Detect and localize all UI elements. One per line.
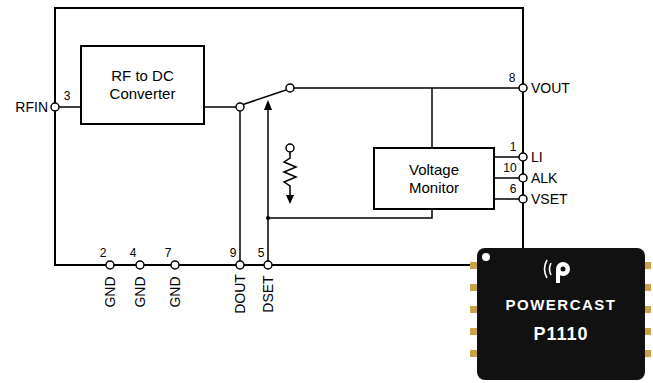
logo-icon xyxy=(545,260,571,283)
pin-name: GND xyxy=(132,276,148,307)
li-wire xyxy=(495,156,519,158)
pin-circle xyxy=(519,174,527,182)
pin-number: 1 xyxy=(510,140,517,154)
converter-box: RF to DC Converter xyxy=(80,45,205,125)
alk-wire xyxy=(495,177,519,179)
chip-pin xyxy=(644,328,651,335)
chip-package: POWERCAST P1110 xyxy=(477,248,645,380)
block-title: Voltage Monitor xyxy=(389,161,479,197)
monitor-vout-wire xyxy=(431,88,433,147)
logo-stem xyxy=(556,269,560,283)
pin-circle xyxy=(171,261,179,269)
chip-pin xyxy=(644,306,651,313)
dset-wire xyxy=(267,218,269,261)
logo-wave xyxy=(545,260,548,278)
dout-wire xyxy=(239,111,241,261)
vset-wire xyxy=(495,198,519,200)
junction-dot xyxy=(266,216,270,220)
pin-number: 6 xyxy=(510,182,517,196)
actuator-line xyxy=(267,108,269,218)
switch-blade xyxy=(243,90,286,105)
pin-number: 3 xyxy=(64,89,71,103)
pin-number: 5 xyxy=(258,246,265,260)
pin-name: ALK xyxy=(531,170,557,186)
logo-wave xyxy=(550,263,552,275)
pin-number: 7 xyxy=(165,246,172,260)
pin-name: VOUT xyxy=(531,80,570,96)
pin-name: GND xyxy=(167,276,183,307)
logo-hole xyxy=(561,267,566,272)
pin1-dot xyxy=(482,253,490,261)
vout-wire xyxy=(294,87,519,89)
pin-circle xyxy=(519,84,527,92)
pin-circle xyxy=(106,261,114,269)
chip-pin xyxy=(644,284,651,291)
pin-name: DSET xyxy=(260,275,276,312)
pin-name: VSET xyxy=(531,191,568,207)
chip-pin xyxy=(644,350,651,357)
switch-contact xyxy=(286,84,294,92)
resistor-symbol xyxy=(284,152,296,196)
actuator-arrowhead xyxy=(264,100,272,110)
ground-arrowhead xyxy=(286,195,294,204)
pin-name: DOUT xyxy=(232,274,248,314)
pin-circle xyxy=(264,261,272,269)
module-outline xyxy=(55,8,523,265)
dset-monitor-wire xyxy=(268,210,432,218)
switch-contact xyxy=(286,144,294,152)
block-title: RF to DC Converter xyxy=(98,67,188,103)
pin-number: 10 xyxy=(503,161,516,175)
junction xyxy=(236,103,244,111)
pin-number: 2 xyxy=(100,246,107,260)
pin-circle xyxy=(136,261,144,269)
pin-circle xyxy=(519,195,527,203)
pin-name: LI xyxy=(531,149,543,165)
monitor-box: Voltage Monitor xyxy=(373,147,495,210)
part-number: P1110 xyxy=(477,324,645,345)
pin-number: 4 xyxy=(130,246,137,260)
dc-wire xyxy=(205,106,236,108)
pin-circle xyxy=(51,103,59,111)
pin-name: GND xyxy=(102,276,118,307)
pin-name: RFIN xyxy=(15,99,48,115)
brand-name: POWERCAST xyxy=(477,296,645,313)
pin-number: 9 xyxy=(230,246,237,260)
wiring xyxy=(51,8,527,269)
pin-circle xyxy=(519,153,527,161)
pin-number: 8 xyxy=(509,71,516,85)
pin-circle xyxy=(236,261,244,269)
chip-art xyxy=(477,248,645,380)
rf-wire xyxy=(59,106,80,108)
chip-pin xyxy=(644,262,651,269)
